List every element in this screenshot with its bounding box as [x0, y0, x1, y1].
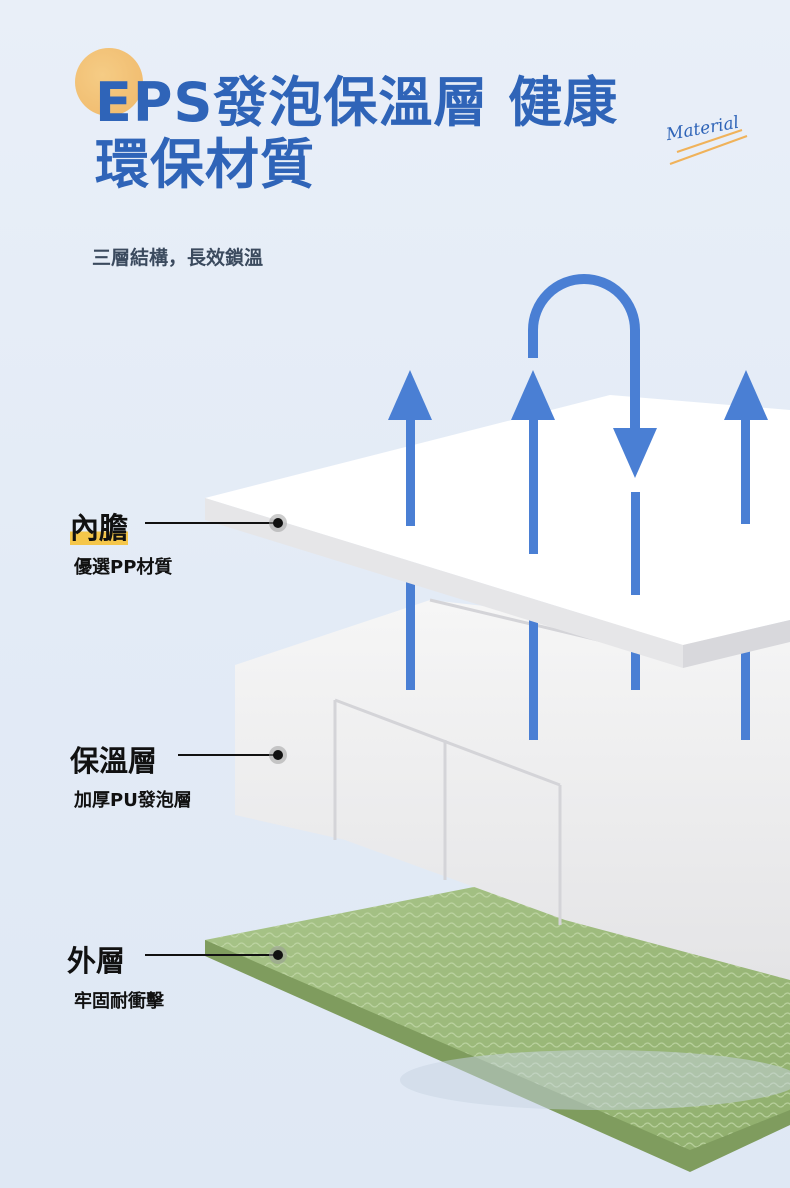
layer-name: 內膽: [70, 511, 129, 545]
layer-desc-outer: 牢固耐衝擊: [74, 991, 164, 1012]
heat-arrows: [388, 274, 768, 595]
subtitle: 三層結構，長效鎖溫: [92, 247, 264, 269]
layer-label-outer: 外層: [67, 944, 126, 978]
leader-lines: [145, 514, 287, 964]
layer-desc-insulation: 加厚PU發泡層: [74, 790, 192, 811]
layer-label-insulation: 保溫層: [70, 744, 158, 778]
material-logo: Material: [664, 113, 748, 165]
layer-desc-inner: 優選PP材質: [74, 557, 173, 578]
page-title: EPS發泡保溫層 健康 環保材質: [95, 72, 618, 196]
title-line-1: EPS發泡保溫層 健康: [95, 71, 619, 134]
decorative-circle: [75, 48, 143, 116]
title-line-2: 環保材質: [95, 133, 315, 196]
layer-label-inner: 內膽: [70, 505, 129, 547]
insulation-foam: [235, 598, 790, 1110]
